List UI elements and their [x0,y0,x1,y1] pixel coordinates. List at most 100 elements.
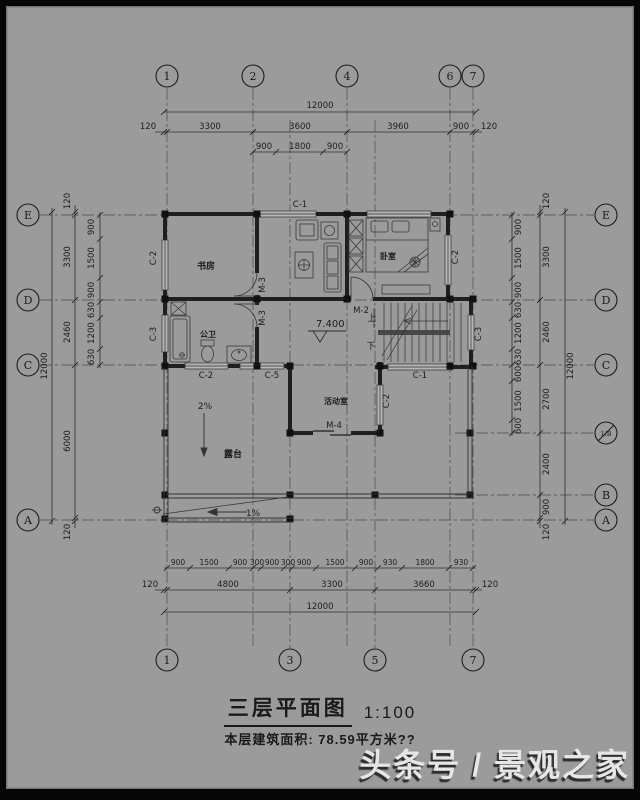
dim: 900 [256,142,272,152]
room-label-study: 书房 [197,260,215,272]
axis-label: 1/B [600,430,611,438]
axis-label: C [24,359,32,372]
dim: 6000 [63,430,73,452]
axis-label: A [601,514,611,527]
dim: 120 [542,524,552,540]
window-tag-c2-bath: C-2 [199,371,213,381]
dim: 3600 [289,122,311,132]
plan-labels: 书房 公卫 卧室 活动室 露台 7.400 上 下 2% 1% C-1 C-2 … [149,200,484,519]
dim: 630 [87,349,97,365]
area-note: 本层建筑面积: 78.59平方米?? [224,732,416,747]
stair-down-label: 下 [366,342,375,352]
dim: 600 [514,366,524,382]
dim: 2400 [542,453,552,475]
dim: 1500 [325,558,344,567]
door-tag-m3-study: M-3 [258,277,268,293]
dim-bottom-overall: 12000 [306,602,333,612]
dim: 120 [542,193,552,209]
axis-label: 3 [287,654,294,667]
dim: 1800 [415,558,434,567]
dim: 1800 [289,142,311,152]
dim: 900 [265,558,280,567]
terrace [152,366,473,523]
door-tag-m4: M-4 [326,421,342,431]
axis-label: D [24,294,33,307]
axis-label: A [23,514,33,527]
dim: 1200 [514,322,524,344]
dim: 900 [297,558,312,567]
drawing-scale: 1:100 [363,703,417,722]
room-label-terrace: 露台 [224,448,242,460]
dim: 300 [281,558,296,567]
dim: 300 [250,558,265,567]
dim: 930 [454,558,469,567]
dimension-text-bottom: 900 1500 900 300 900 300 900 1500 900 93… [142,558,498,612]
dimension-text-top: 12000 120 3300 3600 3960 900 120 900 180… [140,101,497,152]
slope-1pct-label: 1% [246,509,261,519]
staircase [373,303,462,362]
dim: 1500 [514,247,524,269]
dim: 120 [63,193,73,209]
dim: 120 [482,580,498,590]
axis-label: E [602,209,610,222]
room-label-bathroom: 公卫 [200,330,216,339]
dim: 3300 [321,580,343,590]
axis-label: B [602,489,610,502]
dim: 1500 [199,558,218,567]
door-tag-m2: M-2 [353,306,369,316]
room-label-activity: 活动室 [324,396,348,406]
axis-label: 5 [372,654,379,667]
room-label-bedroom: 卧室 [380,251,396,261]
dim: 1200 [87,322,97,344]
dim-right-overall: 12000 [566,352,576,379]
dim: 900 [514,282,524,298]
axis-label: 7 [470,654,477,667]
dimension-lines [48,108,569,616]
slope-2pct-label: 2% [198,402,213,412]
level-marker [308,330,346,343]
window-tag-c1-top: C-1 [293,200,307,210]
dim: 2460 [542,321,552,343]
dim-top-overall: 12000 [306,101,333,111]
dim-left-overall: 12000 [40,352,50,379]
dimension-text-right: 900 1500 900 630 1200 630 600 1500 600 1… [514,193,576,540]
dim: 600 [514,418,524,434]
axis-label: 4 [344,70,351,83]
window-tag-c3-stair: C-3 [474,327,484,341]
axis-label: C [602,359,610,372]
watermark-text: 头条号 / 景观之家 [359,747,630,783]
bathroom-fixtures [169,301,252,364]
dim: 900 [233,558,248,567]
axis-label: E [24,209,32,222]
drawing-sheet [6,6,634,789]
dim: 3960 [387,122,409,132]
level-value: 7.400 [316,319,345,330]
dim: 4800 [217,580,239,590]
dim: 900 [542,499,552,515]
window-tag-c2-bedroom: C-2 [451,250,461,264]
dim: 120 [140,122,156,132]
dim: 630 [87,302,97,318]
dim: 900 [453,122,469,132]
dim: 900 [171,558,186,567]
doors [233,272,374,436]
dim: 120 [142,580,158,590]
dim: 2460 [63,321,73,343]
columns [161,210,477,523]
axis-label: 1 [164,70,171,83]
dim: 930 [383,558,398,567]
axis-bubble-labels: 1 2 4 6 7 1 3 5 7 E D C A E D C 1/B B A [23,70,612,667]
dim: 3660 [413,580,435,590]
dim: 630 [514,302,524,318]
lounge-furniture [294,219,342,293]
windows [161,210,475,426]
axis-label: D [602,294,611,307]
window-tag-c3-left: C-3 [149,327,159,341]
window-tag-c2-bay: C-2 [382,394,392,408]
dim: 2700 [542,388,552,410]
grid-lines [40,88,594,648]
title-block: 三层平面图 1:100 [0,692,640,727]
dim: 900 [514,219,524,235]
window-tag-c5: C-5 [265,371,279,381]
